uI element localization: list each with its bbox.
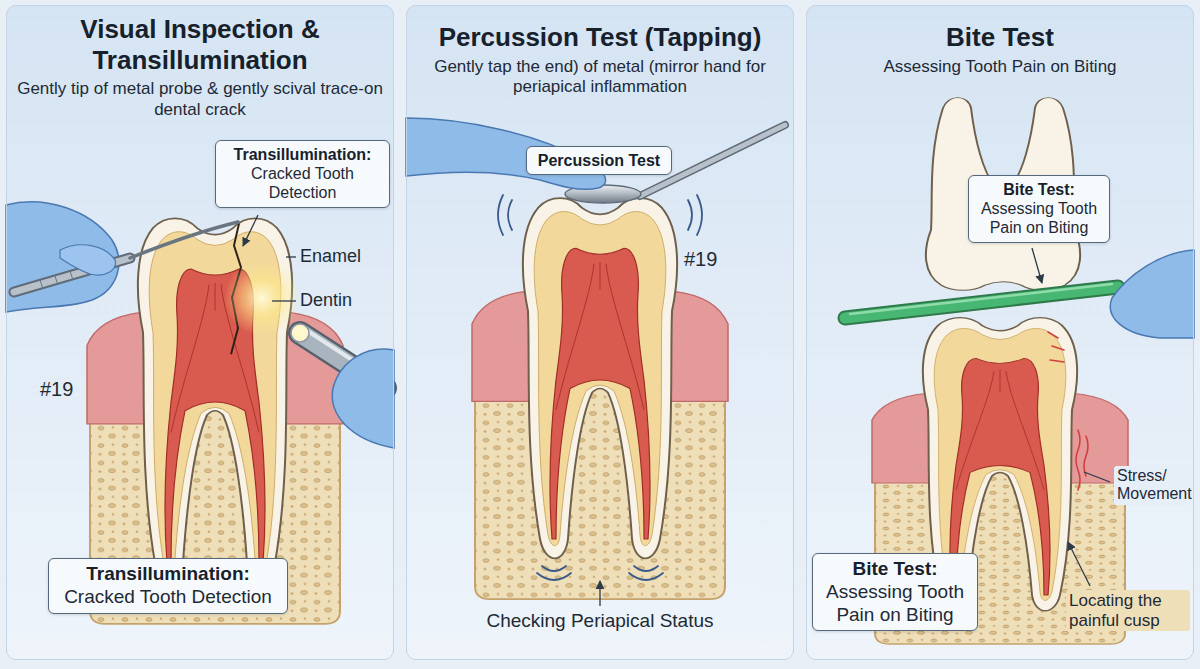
- test-panel: Visual Inspection & TransilluminationGen…: [6, 5, 394, 660]
- light-glow: [224, 260, 300, 336]
- vibration-arcs: [688, 200, 692, 230]
- callout-heading: Percussion Test: [533, 151, 665, 170]
- transillumination-light: [291, 324, 309, 342]
- stress-marks: [1048, 332, 1058, 338]
- vibration-arcs: [542, 566, 566, 571]
- callout-text: Cracked Tooth Detection: [55, 586, 281, 609]
- callout-heading: Transillumination:: [222, 145, 383, 164]
- panel-subtitle: Gently tap the end) of metal (mirror han…: [415, 57, 785, 98]
- test-panel: Bite TestAssessing Tooth Pain on BitingB…: [806, 5, 1194, 660]
- part-label: Dentin: [300, 290, 352, 311]
- test-panel: Percussion Test (Tapping) Gently tap the …: [406, 5, 794, 660]
- stress-marks: [1048, 332, 1088, 490]
- callout-box: Percussion Test: [526, 146, 672, 175]
- cusp-label: Locating the painful cusp: [1066, 590, 1190, 631]
- tooth-number: #19: [684, 248, 717, 271]
- gloved-hand: [6, 202, 119, 312]
- part-label: Enamel: [300, 246, 361, 267]
- caption-box: Bite Test:Assessing Tooth Pain on Biting: [812, 553, 978, 631]
- gloved-hand: [1110, 250, 1194, 338]
- vibration-arcs: [498, 195, 702, 580]
- leader-line: [243, 215, 296, 301]
- panel-subtitle: Assessing Tooth Pain on Biting: [815, 57, 1185, 78]
- bite-stick: [845, 287, 1118, 318]
- callout-box: Bite Test:Assessing Tooth Pain on Biting: [968, 175, 1110, 243]
- vibration-arcs: [498, 195, 503, 235]
- leader-line: [272, 300, 296, 301]
- callout-box: Transillumination:Cracked Tooth Detectio…: [215, 140, 390, 208]
- tooth-cross-section: [472, 198, 728, 599]
- gloved-hand: [332, 349, 394, 448]
- dental-probe: [130, 222, 238, 258]
- panel-subtitle: Gently tip of metal probe & gently sciva…: [15, 79, 385, 120]
- leader-line: [1068, 542, 1090, 586]
- leader-line: [1032, 248, 1110, 586]
- leader-line: [286, 256, 296, 257]
- dental-probe: [14, 222, 238, 292]
- bite-stick: [850, 284, 1112, 314]
- panel-backgrounds: [806, 5, 1194, 660]
- vibration-arcs: [697, 195, 702, 235]
- vibration-arcs: [537, 573, 571, 580]
- stress-marks: [1050, 360, 1064, 362]
- stress-marks: [1052, 346, 1064, 350]
- gloved-thumb: [60, 245, 115, 275]
- panel-backgrounds: [406, 5, 794, 660]
- vibration-arcs: [508, 200, 512, 230]
- tooth-number: #19: [40, 378, 73, 401]
- callout-text: Assessing Tooth Pain on Biting: [975, 199, 1103, 237]
- stress-label: Stress/ Movement: [1114, 466, 1192, 505]
- callout-heading: Bite Test:: [819, 558, 971, 581]
- bite-stick: [845, 287, 1118, 318]
- status-note: Checking Periapical Status: [450, 610, 750, 632]
- bite-stick: [845, 284, 1118, 318]
- panel-backgrounds: [6, 5, 1194, 660]
- callout-text: Assessing Tooth Pain on Biting: [819, 581, 971, 627]
- callout-heading: Transillumination:: [55, 563, 281, 586]
- panel-title: Percussion Test (Tapping): [415, 22, 785, 53]
- panel-title: Bite Test: [815, 22, 1185, 53]
- leader-line: [599, 581, 600, 606]
- callout-heading: Bite Test:: [975, 180, 1103, 199]
- callout-text: Cracked Tooth Detection: [222, 164, 383, 202]
- vibration-arcs: [634, 566, 658, 571]
- caption-box: Transillumination:Cracked Tooth Detectio…: [48, 558, 288, 614]
- stress-marks: [1084, 436, 1088, 476]
- leader-line: [1084, 472, 1110, 482]
- leader-line: [1032, 248, 1042, 283]
- vibration-arcs: [629, 573, 663, 580]
- leader-line: [243, 215, 258, 246]
- panel-backgrounds: [6, 5, 394, 660]
- stress-marks: [1076, 430, 1080, 490]
- panel-title: Visual Inspection & Transillumination: [15, 14, 385, 75]
- tooth-cross-section: [472, 198, 728, 599]
